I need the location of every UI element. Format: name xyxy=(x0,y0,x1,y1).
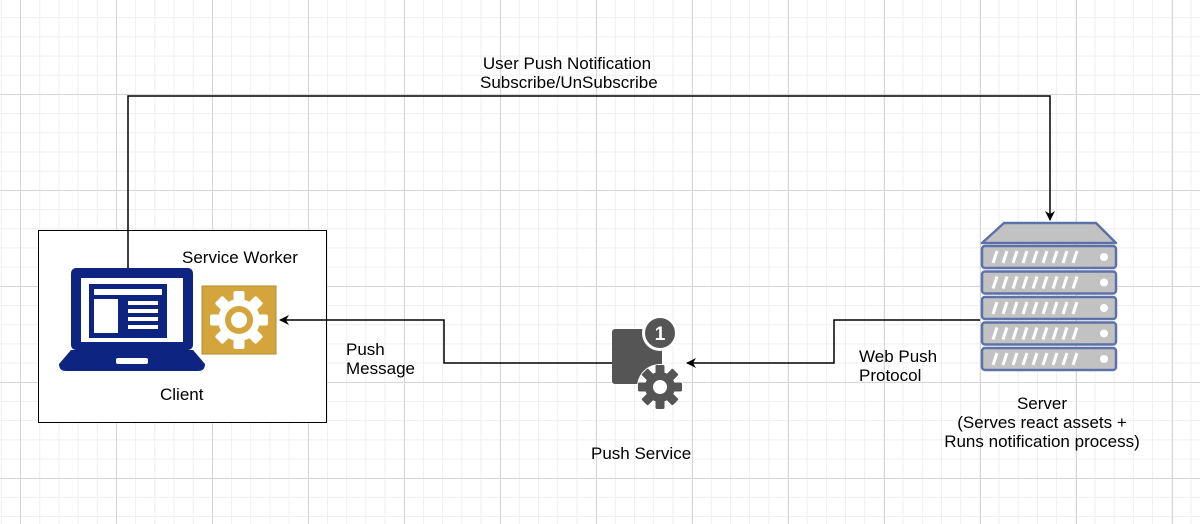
web-push-protocol-label-line1: Web Push xyxy=(859,347,938,366)
web-push-connector xyxy=(686,319,980,368)
gear-icon xyxy=(201,285,277,355)
push-service-icon: 1 xyxy=(612,315,683,410)
subscribe-connector xyxy=(127,95,1055,268)
server-label-line2: (Serves react assets + xyxy=(957,413,1127,432)
server-rack-icon xyxy=(980,221,1118,372)
web-push-protocol-label: Web Push Protocol xyxy=(859,347,937,385)
server-unit xyxy=(980,244,1118,270)
push-message-label-line1: Push xyxy=(346,340,385,359)
server-unit xyxy=(980,270,1118,295)
laptop-icon xyxy=(59,268,205,371)
web-push-protocol-label-line2: Protocol xyxy=(859,366,922,385)
server-label-line1: Server xyxy=(1016,394,1068,413)
server-unit xyxy=(980,346,1118,372)
server-unit xyxy=(980,321,1118,346)
push-message-label: Push Message xyxy=(346,340,415,378)
push-service-label: Push Service xyxy=(591,444,692,463)
subscribe-label-line1: User Push Notification xyxy=(482,54,652,73)
push-message-label-line2: Message xyxy=(346,359,415,378)
subscribe-label-line2: Subscribe/UnSubscribe xyxy=(480,73,658,92)
server-unit xyxy=(980,295,1118,321)
server-label: Server (Serves react assets + Runs notif… xyxy=(932,394,1152,451)
service-worker-label: Service Worker xyxy=(182,248,298,267)
subscribe-label: User Push Notification Subscribe/UnSubsc… xyxy=(462,54,672,92)
client-label: Client xyxy=(160,385,204,404)
notification-badge-count: 1 xyxy=(655,324,666,345)
push-message-connector xyxy=(279,315,612,364)
server-label-line3: Runs notification process) xyxy=(944,432,1140,451)
